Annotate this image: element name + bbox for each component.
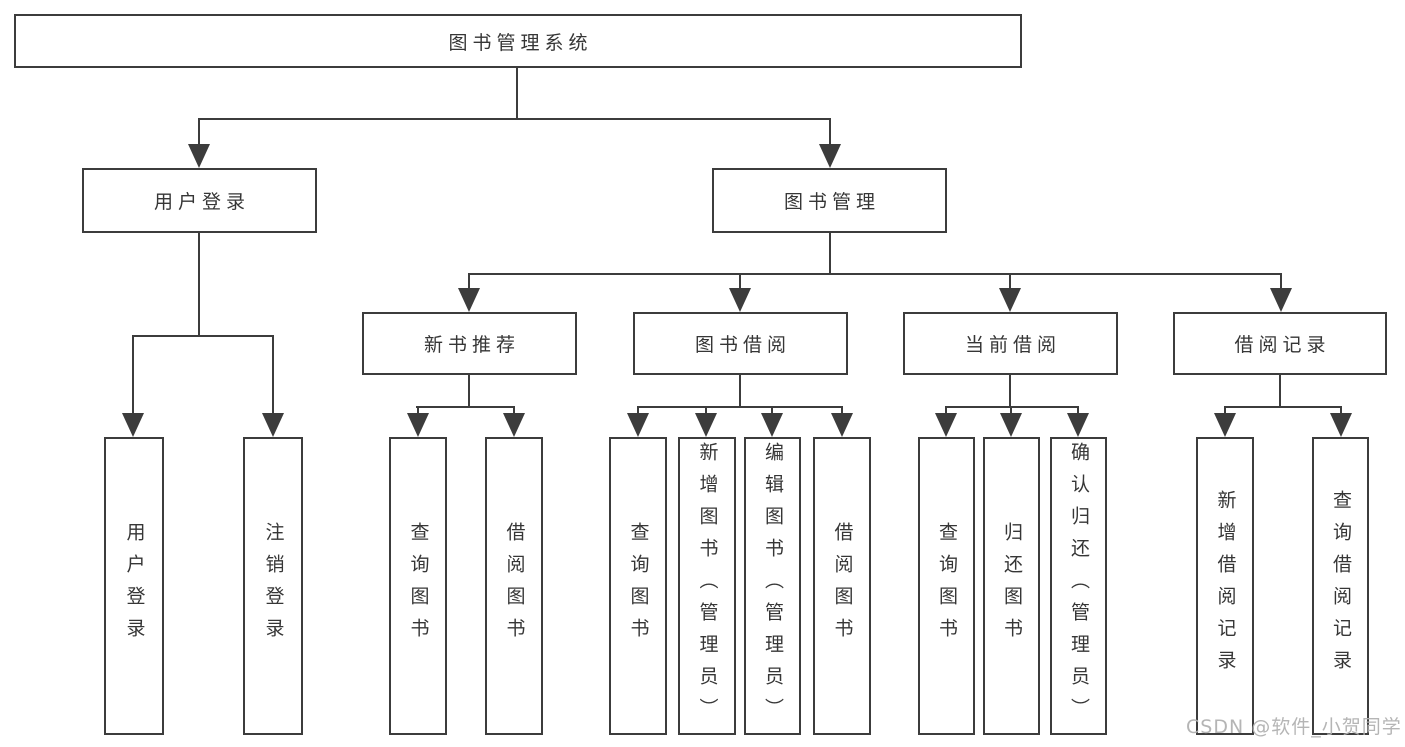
connector-new-book-stem <box>468 375 470 408</box>
connector-to-book-borrow <box>739 273 741 290</box>
connector-current-borrow-leaf3 <box>1077 406 1079 415</box>
connector-root-rail <box>198 118 831 120</box>
arrowhead-logout-leaf <box>262 413 284 437</box>
leaf-logout-label: 注销登录 <box>262 522 285 650</box>
leaf-new-book-query-label: 查询图书 <box>407 522 430 650</box>
leaf-borrow-query-box: 查询图书 <box>609 437 667 735</box>
connector-book-mgmt-rail <box>468 273 1282 275</box>
arrowhead-new-book-leaf2 <box>503 413 525 437</box>
connector-borrow-record-leaf2 <box>1340 406 1342 415</box>
node-root-label: 图书管理系统 <box>448 31 593 54</box>
leaf-current-confirm-label: 确认归还（管理员） <box>1068 442 1090 730</box>
leaf-record-query-label: 查询借阅记录 <box>1330 490 1352 682</box>
arrowhead-login-leaf <box>122 413 144 437</box>
leaf-current-return-label: 归还图书 <box>1001 522 1023 650</box>
leaf-user-login-label: 用户登录 <box>123 522 146 650</box>
arrowhead-book-borrow <box>729 288 751 312</box>
arrowhead-book-borrow-leaf3 <box>761 413 783 437</box>
node-book-mgmt-label: 图书管理 <box>783 191 880 213</box>
node-borrow-record-label: 借阅记录 <box>1234 334 1331 356</box>
connector-to-new-book <box>468 273 470 290</box>
leaf-borrow-edit-label: 编辑图书（管理员） <box>762 442 784 730</box>
leaf-user-login-box: 用户登录 <box>104 437 164 735</box>
connector-new-book-rail <box>416 406 515 408</box>
node-new-book-box: 新书推荐 <box>362 312 577 375</box>
arrowhead-new-book-leaf1 <box>407 413 429 437</box>
arrowhead-borrow-record <box>1270 288 1292 312</box>
arrowhead-user-login <box>188 144 210 168</box>
connector-borrow-record-leaf1 <box>1224 406 1226 415</box>
watermark-text: CSDN @软件_小贺同学 <box>1186 716 1402 738</box>
arrowhead-book-mgmt <box>819 144 841 168</box>
connector-to-current-borrow <box>1009 273 1011 290</box>
connector-new-book-leaf1 <box>417 406 419 415</box>
arrowhead-borrow-record-leaf2 <box>1330 413 1352 437</box>
connector-current-borrow-rail <box>945 406 1079 408</box>
leaf-record-add-label: 新增借阅记录 <box>1214 490 1237 682</box>
node-borrow-record-box: 借阅记录 <box>1173 312 1387 375</box>
arrowhead-new-book <box>458 288 480 312</box>
arrowhead-book-borrow-leaf4 <box>831 413 853 437</box>
leaf-new-book-query-box: 查询图书 <box>389 437 447 735</box>
connector-to-borrow-record <box>1280 273 1282 290</box>
node-user-login-box: 用户登录 <box>82 168 317 233</box>
node-book-mgmt-box: 图书管理 <box>712 168 947 233</box>
connector-to-login-leaf <box>132 335 134 415</box>
node-new-book-label: 新书推荐 <box>423 334 520 356</box>
leaf-current-confirm-box: 确认归还（管理员） <box>1050 437 1107 735</box>
connector-root-to-book-mgmt <box>829 118 831 146</box>
leaf-record-add-box: 新增借阅记录 <box>1196 437 1254 735</box>
connector-current-borrow-leaf1 <box>945 406 947 415</box>
connector-book-borrow-stem <box>739 375 741 408</box>
connector-book-borrow-leaf2 <box>705 406 707 415</box>
arrowhead-current-borrow-leaf2 <box>1000 413 1022 437</box>
connector-book-borrow-leaf1 <box>637 406 639 415</box>
connector-root-to-user-login <box>198 118 200 146</box>
leaf-current-query-box: 查询图书 <box>918 437 975 735</box>
connector-book-borrow-leaf3 <box>771 406 773 415</box>
arrowhead-current-borrow-leaf1 <box>935 413 957 437</box>
connector-root-stem <box>516 68 518 120</box>
node-root-box: 图书管理系统 <box>14 14 1022 68</box>
leaf-record-query-box: 查询借阅记录 <box>1312 437 1369 735</box>
connector-borrow-record-rail <box>1224 406 1342 408</box>
connector-book-borrow-rail <box>637 406 843 408</box>
connector-book-mgmt-stem <box>829 233 831 275</box>
arrowhead-book-borrow-leaf1 <box>627 413 649 437</box>
leaf-borrow-borrow-box: 借阅图书 <box>813 437 871 735</box>
node-book-borrow-box: 图书借阅 <box>633 312 848 375</box>
leaf-current-query-label: 查询图书 <box>936 522 958 650</box>
leaf-borrow-edit-box: 编辑图书（管理员） <box>744 437 801 735</box>
leaf-borrow-query-label: 查询图书 <box>627 522 650 650</box>
connector-user-login-rail <box>132 335 274 337</box>
connector-book-borrow-leaf4 <box>841 406 843 415</box>
arrowhead-current-borrow-leaf3 <box>1067 413 1089 437</box>
connector-borrow-record-stem <box>1279 375 1281 408</box>
arrowhead-current-borrow <box>999 288 1021 312</box>
connector-current-borrow-leaf2 <box>1010 406 1012 415</box>
arrowhead-book-borrow-leaf2 <box>695 413 717 437</box>
connector-new-book-leaf2 <box>513 406 515 415</box>
leaf-borrow-borrow-label: 借阅图书 <box>831 522 854 650</box>
connector-user-login-stem <box>198 233 200 337</box>
leaf-borrow-add-label: 新增图书（管理员） <box>696 442 719 730</box>
leaf-logout-box: 注销登录 <box>243 437 303 735</box>
leaf-borrow-add-box: 新增图书（管理员） <box>678 437 736 735</box>
node-current-borrow-box: 当前借阅 <box>903 312 1118 375</box>
node-book-borrow-label: 图书借阅 <box>694 334 791 356</box>
connector-to-logout-leaf <box>272 335 274 415</box>
leaf-new-book-borrow-label: 借阅图书 <box>503 522 526 650</box>
node-user-login-label: 用户登录 <box>153 191 250 213</box>
connector-current-borrow-stem <box>1009 375 1011 408</box>
leaf-new-book-borrow-box: 借阅图书 <box>485 437 543 735</box>
arrowhead-borrow-record-leaf1 <box>1214 413 1236 437</box>
node-current-borrow-label: 当前借阅 <box>964 334 1061 356</box>
leaf-current-return-box: 归还图书 <box>983 437 1040 735</box>
